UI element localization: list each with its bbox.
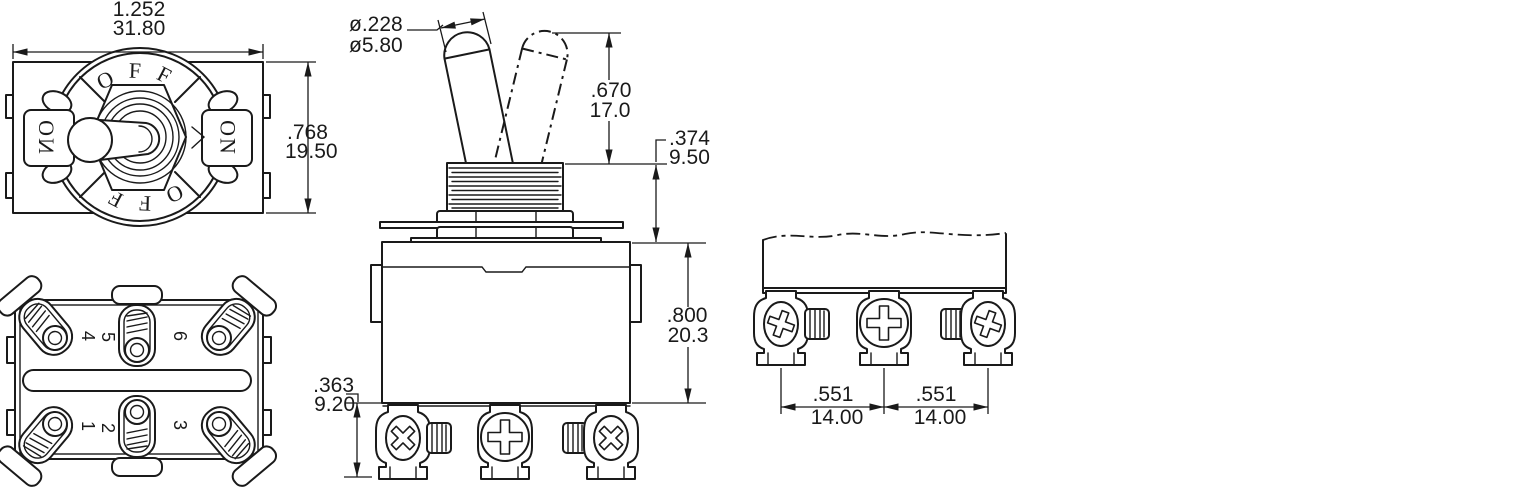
dim-bushing-height-in: .374: [669, 127, 710, 150]
body-side-tabs: [370, 264, 642, 323]
center-slot: [22, 369, 252, 392]
dim-lever-height-in: .670: [591, 79, 632, 102]
switch-body: [381, 241, 631, 404]
dim-pitch-a-in: .551: [813, 383, 854, 406]
terminal-screw: [970, 301, 1006, 347]
dim-lever-dia-in: ø.228: [349, 13, 403, 36]
dim-panel-height-mm: 19.50: [285, 140, 338, 163]
terminal-number-5: 5: [98, 332, 118, 342]
body-side-edges: [762, 233, 1007, 290]
terminal-spacing-partial-view: .551 14.00 .551 14.00: [753, 231, 1016, 429]
dim-pitch-a-mm: 14.00: [811, 406, 864, 429]
terminal-screw: [763, 301, 799, 347]
dim-panel-width-in: 1.252: [113, 0, 166, 21]
terminal-number-1: 1: [78, 421, 98, 431]
terminal-screw-left: [383, 415, 423, 461]
terminal-bottom-view: 4 5 6 1 2 3: [0, 271, 281, 490]
index-pointer: [191, 126, 206, 149]
terminal-screw: [859, 298, 909, 348]
mounting-tabs: [5, 94, 271, 199]
mounting-tabs: [6, 336, 272, 436]
dim-leader: [655, 139, 666, 162]
body-cover-seam: [381, 266, 631, 273]
terminal-number-2: 2: [98, 423, 118, 433]
terminal-screw-center: [480, 412, 530, 462]
dim-lever-dia-mm: ø5.80: [349, 34, 403, 57]
lever-socket-arc: [138, 125, 153, 153]
dim-leader: [407, 24, 444, 31]
terminal-number-3: 3: [170, 420, 190, 430]
terminal-number-4: 4: [78, 331, 98, 341]
face-label-on-right: ON: [216, 120, 241, 156]
bushing-threads: [446, 162, 564, 213]
dim-pitch-b-in: .551: [916, 383, 957, 406]
dim-extension-lines: [632, 242, 706, 404]
toggle-lever-top-body: [99, 119, 161, 161]
dim-extension-lines: [437, 11, 492, 53]
break-line: [762, 231, 1007, 241]
face-label-on-left: ON: [34, 120, 59, 156]
dim-bushing-height-mm: 9.50: [669, 146, 710, 169]
dim-pitch-b-mm: 14.00: [914, 406, 967, 429]
toggle-lever-alternate-position: [485, 29, 569, 206]
lever-cap-chord: [443, 48, 491, 60]
dim-body-height-mm: 20.3: [668, 324, 709, 347]
dim-panel-height-in: .768: [287, 121, 328, 144]
dim-terminal-height-mm: 9.20: [314, 393, 355, 416]
quadrant-divider-lines: [79, 76, 201, 198]
dim-panel-width-mm: 31.80: [113, 17, 166, 40]
dim-lever-height-mm: 17.0: [590, 99, 631, 122]
side-elevation-view: ø.228 ø5.80 .670 17.0 .374 9.50 .800 20.…: [313, 11, 710, 480]
dim-body-height-in: .800: [667, 304, 708, 327]
front-panel-top-view: OFF OFF ON ON 1.252 31.80 .768 19.50: [5, 0, 338, 227]
dim-line-lever-dia: [440, 18, 486, 29]
dim-terminal-height-in: .363: [313, 374, 354, 397]
screw-shank-left: [426, 422, 452, 454]
dim-extension-lines: [344, 402, 382, 478]
screw-terminal-2: [111, 395, 163, 477]
dim-leader: [346, 393, 359, 402]
toggle-lever-top-knob: [67, 117, 113, 163]
screw-terminal-5: [111, 285, 163, 367]
terminal-number-6: 6: [170, 331, 190, 341]
screw-shank: [804, 308, 830, 340]
terminal-screw-right: [591, 415, 631, 461]
